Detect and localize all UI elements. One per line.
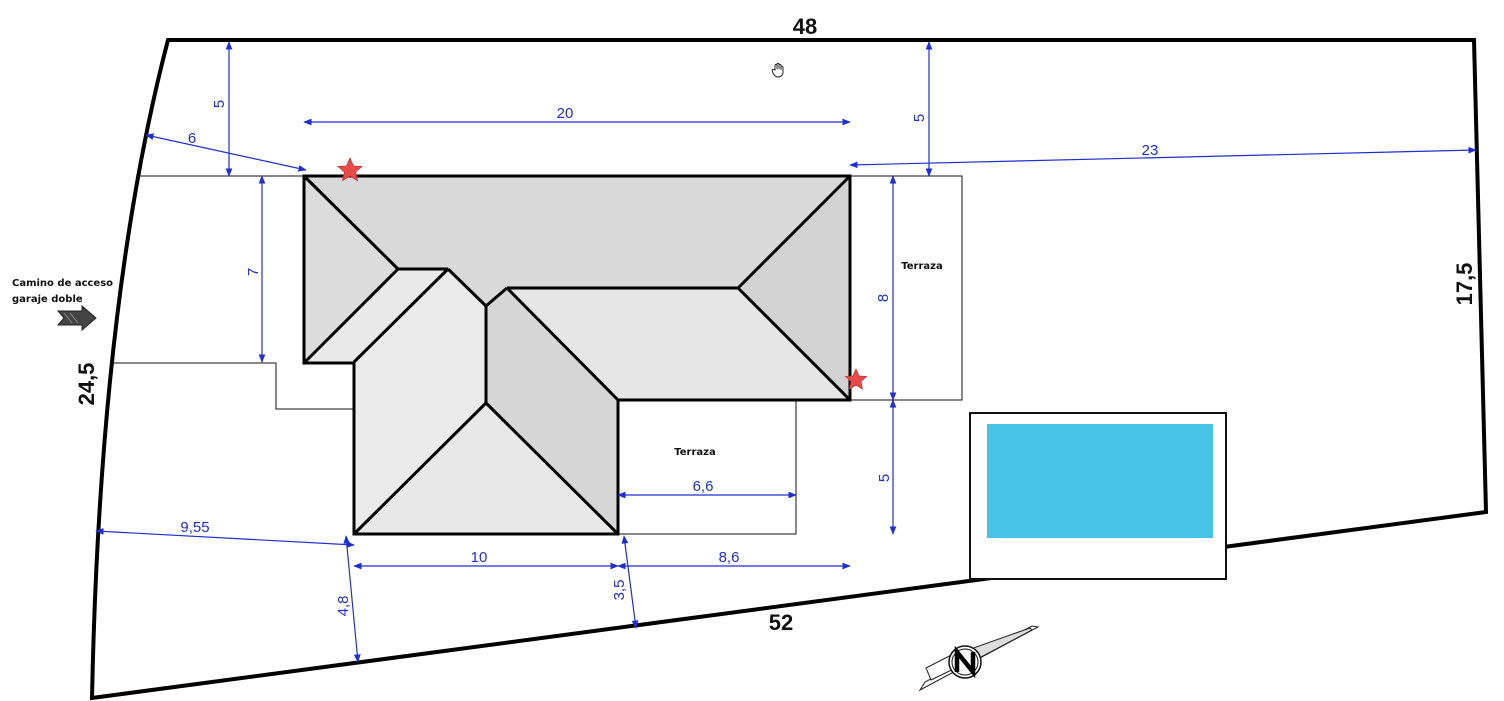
access-label-line1: Camino de acceso [12, 278, 113, 289]
dim-right-distance: 23 [1142, 142, 1159, 159]
dim-house-left-depth: 7 [245, 268, 262, 276]
north-compass-icon [918, 625, 1040, 692]
star-marker-icon [336, 157, 364, 182]
dim-house-width: 20 [557, 105, 574, 122]
access-arrow-icon [56, 304, 97, 332]
side-right-label: 17,5 [1452, 263, 1477, 306]
terrace-bottom [617, 399, 797, 535]
terraza-bottom-label: Terraza [674, 447, 715, 458]
dim-wing-width: 10 [471, 549, 488, 566]
dim-house-right-depth: 8 [875, 294, 892, 302]
dim-top-right-setback: 5 [911, 114, 928, 122]
dim-bottom-mid-setback: 3,5 [611, 580, 628, 601]
dim-bottom-right-setback: 5 [876, 474, 893, 482]
house-roof [304, 176, 850, 534]
dimension-lines [95, 41, 1477, 663]
side-left-label: 24,5 [74, 363, 99, 406]
dim-terrace-width: 6,6 [693, 478, 714, 495]
dim-bottom-right-span: 8,6 [719, 549, 740, 566]
dim-top-left-setback: 5 [211, 100, 228, 108]
access-label-line2: garaje doble [12, 294, 83, 305]
driveway-outline [110, 362, 354, 410]
terraza-right-label: Terraza [901, 261, 942, 272]
dim-left-distance: 9,55 [180, 519, 209, 536]
pool-water [987, 424, 1213, 538]
side-bottom-label: 52 [769, 610, 793, 635]
hand-cursor-icon [771, 62, 784, 78]
terrace-right [849, 175, 963, 401]
house-outline [302, 174, 852, 536]
dim-corner-offset: 6 [188, 130, 196, 147]
dim-bottom-left-setback: 4,8 [335, 596, 352, 617]
side-top-label: 48 [793, 14, 817, 39]
star-marker-icon [844, 367, 868, 390]
